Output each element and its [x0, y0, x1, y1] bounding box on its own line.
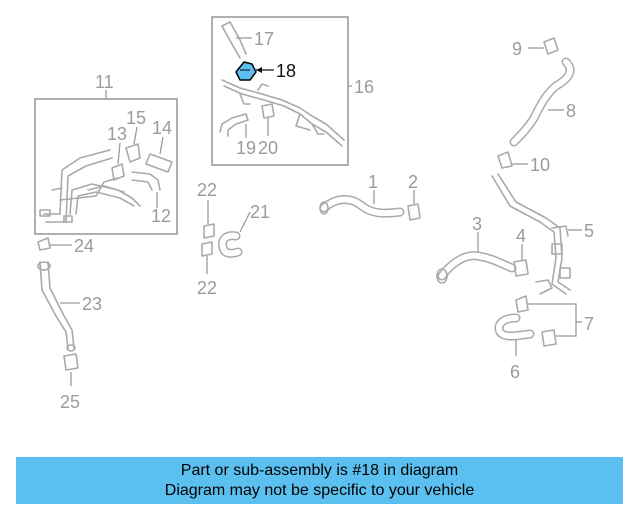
part-22-clamp-top[interactable]: [203, 223, 215, 239]
label-11[interactable]: 11: [95, 72, 114, 92]
label-4[interactable]: 4: [516, 226, 526, 246]
part-8-hose[interactable]: [509, 57, 575, 147]
label-5[interactable]: 5: [584, 221, 594, 241]
label-17[interactable]: 17: [254, 29, 274, 49]
label-6[interactable]: 6: [510, 362, 520, 382]
part-22-clamp-bottom[interactable]: [201, 241, 213, 257]
label-18[interactable]: 18: [276, 61, 296, 81]
part-3-hose[interactable]: [436, 251, 517, 284]
label-13[interactable]: 13: [107, 124, 127, 144]
part-18-highlighted[interactable]: [235, 61, 257, 81]
part-17-pipe[interactable]: [221, 21, 247, 59]
part-1-hose[interactable]: [319, 195, 405, 218]
label-23[interactable]: 23: [82, 294, 102, 314]
part-14-hose[interactable]: [145, 153, 173, 173]
label-20[interactable]: 20: [258, 138, 278, 158]
part-15-clamp[interactable]: [125, 143, 141, 163]
label-21[interactable]: 21: [250, 202, 270, 222]
part-20-clamp[interactable]: [261, 103, 275, 119]
label-9[interactable]: 9: [512, 39, 522, 59]
label-2[interactable]: 2: [408, 172, 418, 192]
part-4-clamp[interactable]: [513, 259, 529, 277]
label-25[interactable]: 25: [60, 392, 80, 412]
part-11-hose-bundle[interactable]: [39, 149, 141, 223]
part-24-clamp[interactable]: [37, 237, 51, 251]
parts-diagram: 11 12 13 15 14 16 17: [34, 16, 594, 412]
label-12[interactable]: 12: [151, 206, 171, 226]
banner-line-1: Part or sub-assembly is #18 in diagram: [180, 461, 459, 479]
label-14[interactable]: 14: [152, 118, 172, 138]
label-15[interactable]: 15: [126, 108, 146, 128]
part-6-hose[interactable]: [494, 313, 535, 341]
label-24[interactable]: 24: [74, 236, 94, 256]
label-7[interactable]: 7: [584, 314, 594, 334]
label-10[interactable]: 10: [530, 155, 550, 175]
label-1[interactable]: 1: [368, 172, 378, 192]
part-5-pipe[interactable]: [491, 173, 571, 295]
label-8[interactable]: 8: [566, 101, 576, 121]
part-9-clamp[interactable]: [543, 37, 559, 55]
label-22-top[interactable]: 22: [197, 180, 217, 200]
subassembly-box-16: [211, 16, 349, 166]
part-16-pipe-assembly[interactable]: [221, 79, 345, 147]
part-2-clamp[interactable]: [407, 203, 421, 221]
part-23-pipe[interactable]: [37, 261, 76, 352]
part-13-clamp[interactable]: [111, 163, 125, 181]
banner-line-2: Diagram may not be specific to your vehi…: [164, 481, 475, 499]
part-7-clamps[interactable]: [515, 295, 557, 347]
part-12-hose[interactable]: [131, 171, 161, 191]
part-25-clamp[interactable]: [63, 353, 79, 371]
label-3[interactable]: 3: [472, 214, 482, 234]
info-banner: Part or sub-assembly is #18 in diagram D…: [16, 457, 623, 504]
part-21-hose[interactable]: [218, 231, 243, 258]
part-10-clamp[interactable]: [497, 151, 513, 169]
label-16[interactable]: 16: [354, 77, 374, 97]
label-19[interactable]: 19: [236, 138, 256, 158]
label-22-bottom[interactable]: 22: [197, 278, 217, 298]
part-19-hose[interactable]: [219, 113, 249, 137]
